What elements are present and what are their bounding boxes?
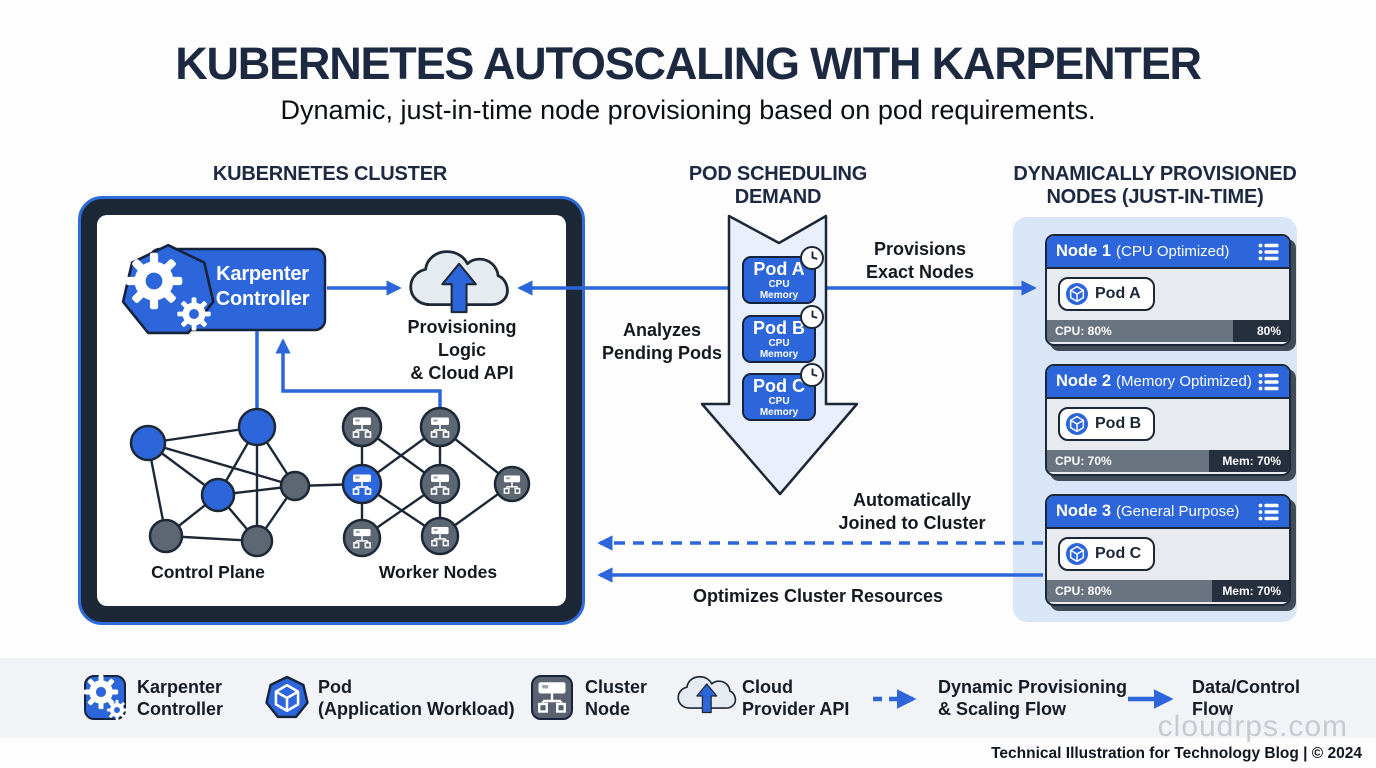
cloud-provider-icon [677, 675, 737, 714]
worker-nodes-graph [341, 406, 531, 558]
legend-icons [83, 674, 1174, 721]
karpenter-controller-block [121, 243, 327, 335]
flow-arrows [255, 280, 1043, 583]
gear-small-icon [177, 297, 211, 331]
cloud-api-icon [409, 250, 509, 314]
control-plane-graph [129, 407, 363, 558]
gear-icon [125, 252, 183, 310]
workers-to-controller-line [275, 338, 442, 410]
cluster-node-icons [341, 406, 531, 558]
demand-down-arrow [700, 214, 859, 496]
